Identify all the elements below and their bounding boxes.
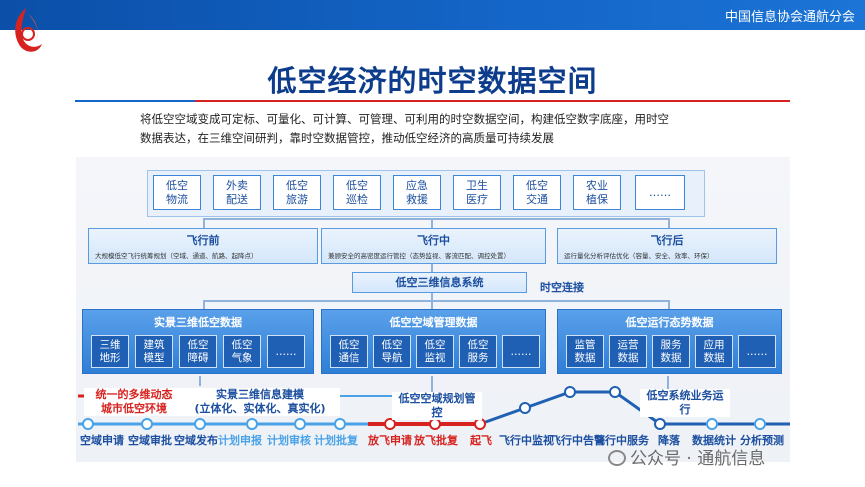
timeline-step: 飞行中服务 — [594, 434, 649, 447]
connector-line — [203, 218, 669, 220]
timeline-node — [519, 402, 531, 414]
phase-preflight: 飞行前 大规模低空飞行统筹规划（空域、通道、航路、起降点） — [88, 228, 318, 264]
connector-line — [668, 300, 670, 309]
page-title: 低空经济的时空数据空间 — [267, 64, 598, 98]
timeline-step: 飞行中告警 — [550, 434, 605, 447]
data-item: 建筑模型 — [135, 335, 173, 368]
timeline-step: 起飞 — [470, 434, 492, 447]
stage-label-modeling: 实景三维信息建模(立体化、实体化、真实化) — [180, 388, 340, 416]
application-box: 低空旅游 — [273, 175, 321, 210]
timeline-step: 计划批复 — [314, 434, 358, 447]
timeline-step: 空域审批 — [128, 434, 172, 447]
application-box: 低空巡检 — [333, 175, 381, 210]
application-box: 低空交通 — [513, 175, 561, 210]
application-box: 低空物流 — [153, 175, 201, 210]
title-underline — [75, 100, 790, 102]
group-title: 实景三维低空数据 — [154, 316, 242, 329]
system-box: 低空三维信息系统 — [352, 272, 527, 293]
phase-title: 飞行前 — [186, 234, 220, 247]
stage-label-operation: 低空系统业务运行 — [640, 389, 730, 417]
timeline-node — [384, 418, 396, 430]
timeline-step: 空域申请 — [80, 434, 124, 447]
connector-line — [431, 293, 433, 309]
group-title: 低空运行态势数据 — [625, 316, 714, 329]
application-box: 应急救援 — [393, 175, 441, 210]
timeline-node — [334, 418, 346, 430]
connector-line — [431, 218, 433, 228]
timeline-node — [141, 418, 153, 430]
timeline-step: 计划申报 — [218, 434, 262, 447]
connector-line — [203, 300, 669, 302]
timeline-step: 计划审核 — [267, 434, 311, 447]
timeline-node — [294, 418, 306, 430]
data-item: 低空监视 — [416, 335, 454, 368]
phase-title: 飞行后 — [650, 234, 684, 247]
timeline-node — [654, 418, 666, 430]
data-item-more: …… — [502, 335, 540, 368]
data-item-more: …… — [738, 335, 776, 368]
timeline-step: 分析预测 — [740, 434, 784, 447]
subtitle-line-1: 将低空空域变成可定标、可量化、可计算、可管理、可利用的时空数据空间，构建低空数字… — [140, 112, 669, 126]
timeline-node — [82, 418, 94, 430]
data-item: 低空障碍 — [179, 335, 217, 368]
wechat-icon — [608, 450, 626, 466]
org-name: 中国信息协会通航分会 — [724, 10, 855, 25]
wechat-watermark: 公众号 · 通航信息 — [608, 444, 765, 469]
group-title: 低空空域管理数据 — [389, 316, 478, 329]
timeline-step: 放飞申请 — [368, 434, 412, 447]
stage-label-airspace: 低空空域规划管控 — [392, 392, 482, 420]
association-logo — [15, 8, 42, 52]
phase-desc: 大规模低空飞行统筹规划（空域、通道、航路、起降点） — [95, 252, 258, 260]
timeline-node — [429, 418, 441, 430]
phase-title: 飞行中 — [417, 234, 450, 247]
data-item: 低空气象 — [223, 335, 261, 368]
timeline-step: 飞行中监视 — [499, 434, 554, 447]
data-item: 监管数据 — [566, 335, 604, 368]
phase-desc: 运行量化分析评估优化（容量、安全、效率、环保） — [564, 252, 714, 260]
timeline-flight-path — [479, 390, 790, 426]
data-item: 应用数据 — [695, 335, 733, 368]
timeline-node — [194, 418, 206, 430]
timeline-step: 降落 — [658, 434, 680, 447]
data-item: 低空通信 — [330, 335, 368, 368]
application-box: 卫生医疗 — [453, 175, 501, 210]
connector-line — [203, 218, 205, 228]
timeline-step: 放飞批复 — [414, 434, 458, 447]
timeline-node — [474, 418, 486, 430]
header-bar: 中国信息协会通航分会 — [0, 0, 865, 30]
stage-label-environment: 统一的多维动态城市低空环境 — [84, 388, 184, 416]
application-box-more: …… — [635, 175, 685, 210]
timeline-node — [246, 418, 258, 430]
data-item: 三维地形 — [91, 335, 129, 368]
data-group-operation: 低空运行态势数据 监管数据 运营数据 服务数据 应用数据 …… — [557, 309, 782, 374]
connector-line — [203, 300, 205, 309]
data-group-realscene: 实景三维低空数据 三维地形 建筑模型 低空障碍 低空气象 …… — [82, 309, 314, 374]
data-group-airspace: 低空空域管理数据 低空通信 低空导航 低空监视 低空服务 …… — [321, 309, 546, 374]
data-item: 运营数据 — [609, 335, 647, 368]
timeline-node — [564, 386, 576, 398]
subtitle-text: 将低空空域变成可定标、可量化、可计算、可管理、可利用的时空数据空间，构建低空数字… — [140, 110, 740, 148]
timeline-node — [706, 418, 718, 430]
phase-desc: 兼顾安全的高密度运行管控（态势监视、客流匹配、调控处置） — [328, 252, 510, 260]
timeline-node — [609, 386, 621, 398]
connector-line — [431, 264, 433, 272]
connector-line — [668, 218, 670, 228]
data-item: 低空服务 — [459, 335, 497, 368]
timeline-node — [754, 418, 766, 430]
application-box: 外卖配送 — [213, 175, 261, 210]
data-item: 低空导航 — [373, 335, 411, 368]
data-item-more: …… — [267, 335, 305, 368]
timeline-step: 空域发布 — [174, 434, 218, 447]
sync-label: 时空连接 — [540, 281, 584, 294]
timeline-step: 数据统计 — [692, 434, 736, 447]
phase-inflight: 飞行中 兼顾安全的高密度运行管控（态势监视、客流匹配、调控处置） — [321, 228, 546, 264]
data-item: 服务数据 — [652, 335, 690, 368]
subtitle-line-2: 数据表达，在三维空间研判，靠时空数据管控，推动低空经济的高质量可持续发展 — [140, 131, 554, 145]
phase-postflight: 飞行后 运行量化分析评估优化（容量、安全、效率、环保） — [557, 228, 777, 264]
title-underline-accent — [75, 100, 195, 102]
application-box: 农业植保 — [573, 175, 621, 210]
